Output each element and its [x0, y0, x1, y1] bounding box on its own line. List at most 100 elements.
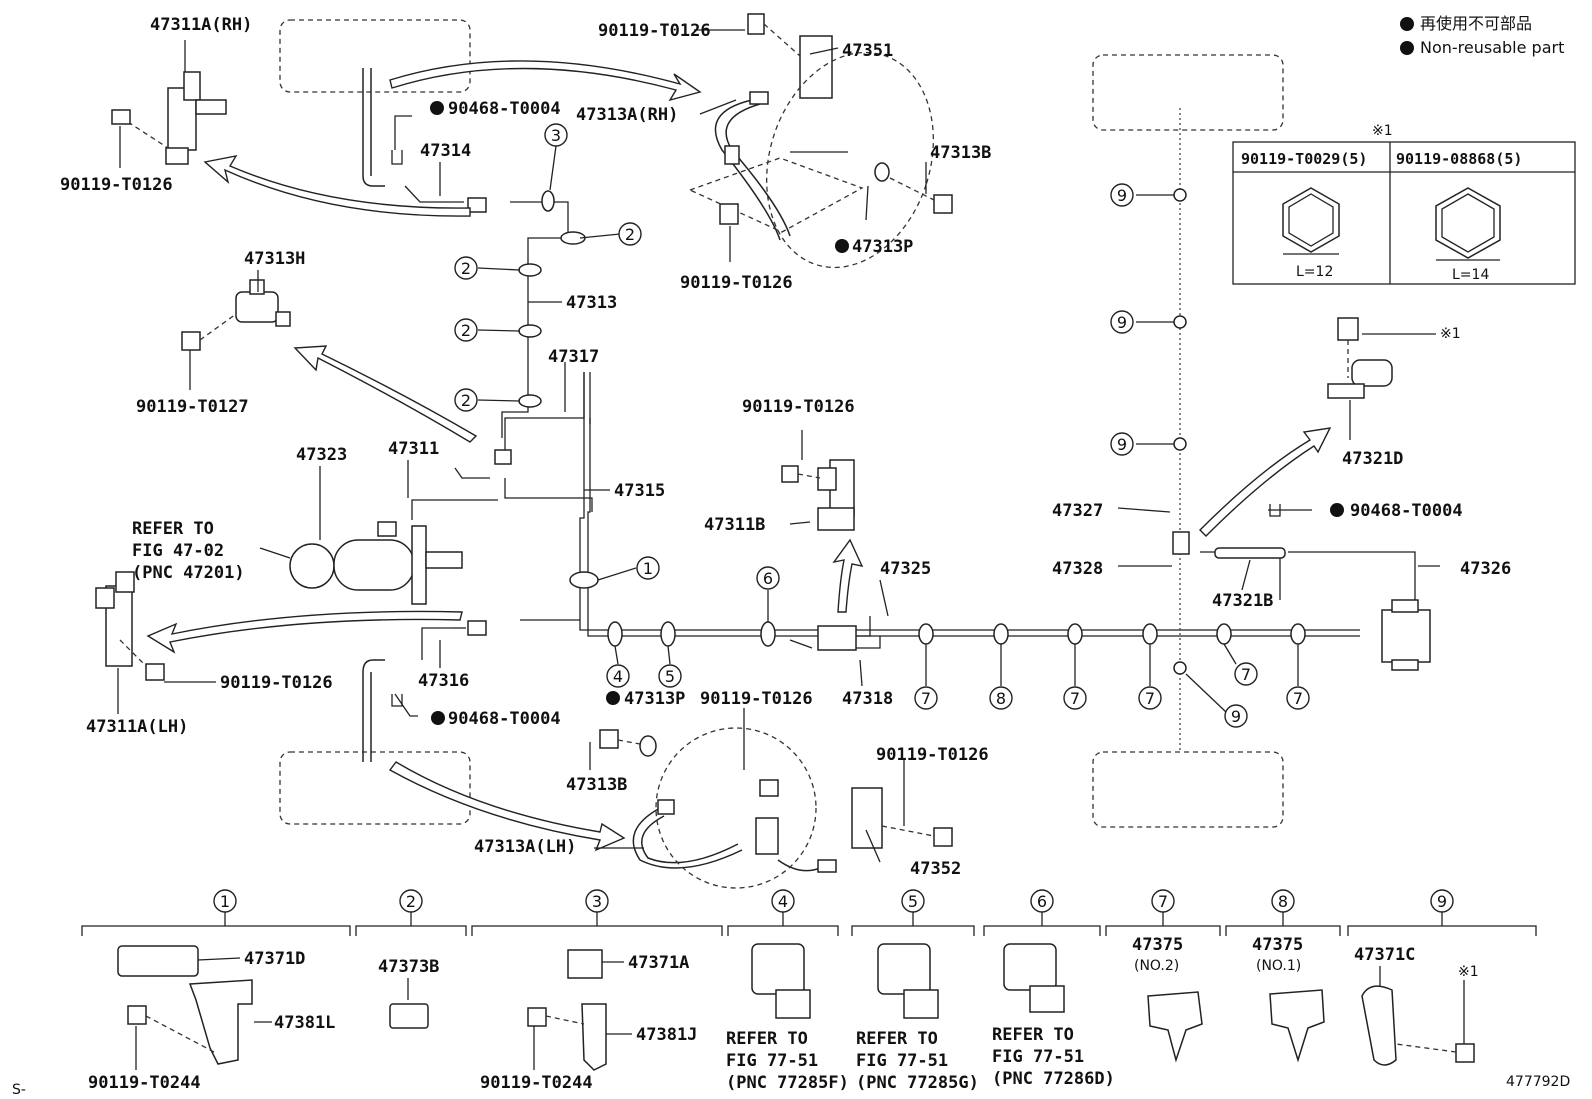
key-refer-4c: (PNC 77285F)	[726, 1073, 849, 1093]
label-note-x1: ※1	[1440, 326, 1461, 342]
bracket-rh-top	[111, 71, 227, 165]
junction-block	[817, 625, 857, 651]
clamp-47371D	[117, 945, 199, 977]
clamp-47371C	[1361, 985, 1397, 1066]
label-47311B: 47311B	[704, 515, 765, 535]
clip-47375-no1	[1269, 989, 1325, 1063]
label-47314: 47314	[420, 141, 471, 161]
label-47316: 47316	[418, 671, 469, 691]
key-callout-6: 6	[1037, 892, 1047, 911]
non-reusable-marker-icon	[1330, 503, 1344, 517]
label-90468-t0004: 90468-T0004	[448, 99, 561, 119]
bracket-47311B	[781, 459, 855, 531]
clip-77285G	[877, 943, 931, 995]
label-90468-t0004: 90468-T0004	[448, 709, 561, 729]
key-refer-6a: REFER TO	[992, 1025, 1074, 1045]
bracket-47381L	[188, 979, 253, 1065]
refer-line-2: FIG 47-02	[132, 541, 224, 561]
footer-left: S-	[12, 1082, 26, 1098]
key-label-90119-t0244: 90119-T0244	[88, 1073, 201, 1093]
key-refer-5a: REFER TO	[856, 1029, 938, 1049]
key-refer-4b: FIG 77-51	[726, 1051, 818, 1071]
clip-47373B	[389, 1003, 429, 1029]
bracket-47321D	[1327, 317, 1393, 399]
label-47317: 47317	[548, 347, 599, 367]
callout-9: 9	[1117, 435, 1127, 454]
non-reusable-marker-icon	[1400, 41, 1414, 55]
key-callout-9: 9	[1437, 892, 1447, 911]
key-refer-4a: REFER TO	[726, 1029, 808, 1049]
callouts: 3 2 2 2 2 1 4 5 6 7 8 7 7 7 7 9 9 9 9	[454, 123, 1310, 728]
flex-hose-47321B	[1214, 547, 1286, 559]
bolt-dim-2: L=14	[1452, 267, 1489, 283]
label-47328: 47328	[1052, 559, 1103, 579]
body-region-front-lh	[279, 751, 471, 825]
hex-bolt-icon	[1282, 187, 1340, 253]
clip-47375-no2	[1147, 991, 1203, 1063]
body-region-front-rh	[279, 19, 471, 93]
callout-9: 9	[1117, 186, 1127, 205]
key-label-no1: (NO.1)	[1256, 958, 1301, 974]
label-47318: 47318	[842, 689, 893, 709]
label-47323: 47323	[296, 445, 347, 465]
label-47351: 47351	[842, 41, 893, 61]
label-90119-t0126: 90119-T0126	[598, 21, 711, 41]
callout-7: 7	[1241, 665, 1251, 684]
callout-4: 4	[613, 667, 623, 686]
label-47352: 47352	[910, 859, 961, 879]
label-90119-t0126: 90119-T0126	[680, 273, 793, 293]
label-47313B: 47313B	[930, 143, 991, 163]
key-callout-4: 4	[778, 892, 788, 911]
direction-arrows	[146, 60, 1332, 852]
connectors	[467, 197, 1431, 671]
key-refer-5c: (PNC 77285G)	[856, 1073, 979, 1093]
key-label-47373B: 47373B	[378, 957, 439, 977]
key-callout-3: 3	[592, 892, 602, 911]
master-cylinder	[289, 521, 463, 605]
callout-2: 2	[461, 259, 471, 278]
label-47311: 47311	[388, 439, 439, 459]
non-reusable-marker-icon	[430, 101, 444, 115]
bolt-dim-1: L=12	[1296, 264, 1333, 280]
bolt-table: ※1 90119-T0029(5) 90119-08868(5) L=12 L=…	[1232, 123, 1576, 285]
callout-7: 7	[1070, 689, 1080, 708]
key-label-47371C: 47371C	[1354, 945, 1415, 965]
refer-line-1: REFER TO	[132, 519, 214, 539]
callout-2: 2	[625, 225, 635, 244]
front-hose-lh	[599, 727, 953, 889]
label-47325: 47325	[880, 559, 931, 579]
callout-9: 9	[1231, 707, 1241, 726]
key-label-47371D: 47371D	[244, 949, 305, 969]
non-reusable-marker-icon	[835, 239, 849, 253]
bolt-col-2: 90119-08868(5)	[1396, 150, 1522, 168]
callout-3: 3	[551, 126, 561, 145]
label-47321D: 47321D	[1342, 449, 1403, 469]
clip-icon	[391, 150, 403, 165]
key-callout-2: 2	[406, 892, 416, 911]
callout-7: 7	[1293, 689, 1303, 708]
key-label-47381L: 47381L	[274, 1013, 335, 1033]
label-90119-t0126: 90119-T0126	[700, 689, 813, 709]
label-47315: 47315	[614, 481, 665, 501]
body-region-rear-bottom	[1092, 751, 1284, 828]
key-refer-6c: (PNC 77286D)	[992, 1069, 1115, 1089]
key-callout-7: 7	[1158, 892, 1168, 911]
callout-leaders	[477, 145, 1299, 713]
key-label-47375: 47375	[1252, 935, 1303, 955]
leader-lines	[117, 29, 1440, 863]
callout-2: 2	[461, 391, 471, 410]
bracket-47381J	[581, 1003, 607, 1071]
clip-77285F	[751, 943, 805, 995]
callout-5: 5	[665, 667, 675, 686]
key-label-47381J: 47381J	[636, 1025, 697, 1045]
rear-axle-block	[1381, 609, 1431, 663]
label-47313: 47313	[566, 293, 617, 313]
rear-tee	[1172, 531, 1190, 555]
label-90119-t0126: 90119-T0126	[220, 673, 333, 693]
refer-line-3: (PNC 47201)	[132, 563, 245, 583]
bolt-col-1: 90119-T0029(5)	[1241, 150, 1367, 168]
label-47313B: 47313B	[566, 775, 627, 795]
label-90119-t0127: 90119-T0127	[136, 397, 249, 417]
clip-icon	[391, 694, 403, 707]
